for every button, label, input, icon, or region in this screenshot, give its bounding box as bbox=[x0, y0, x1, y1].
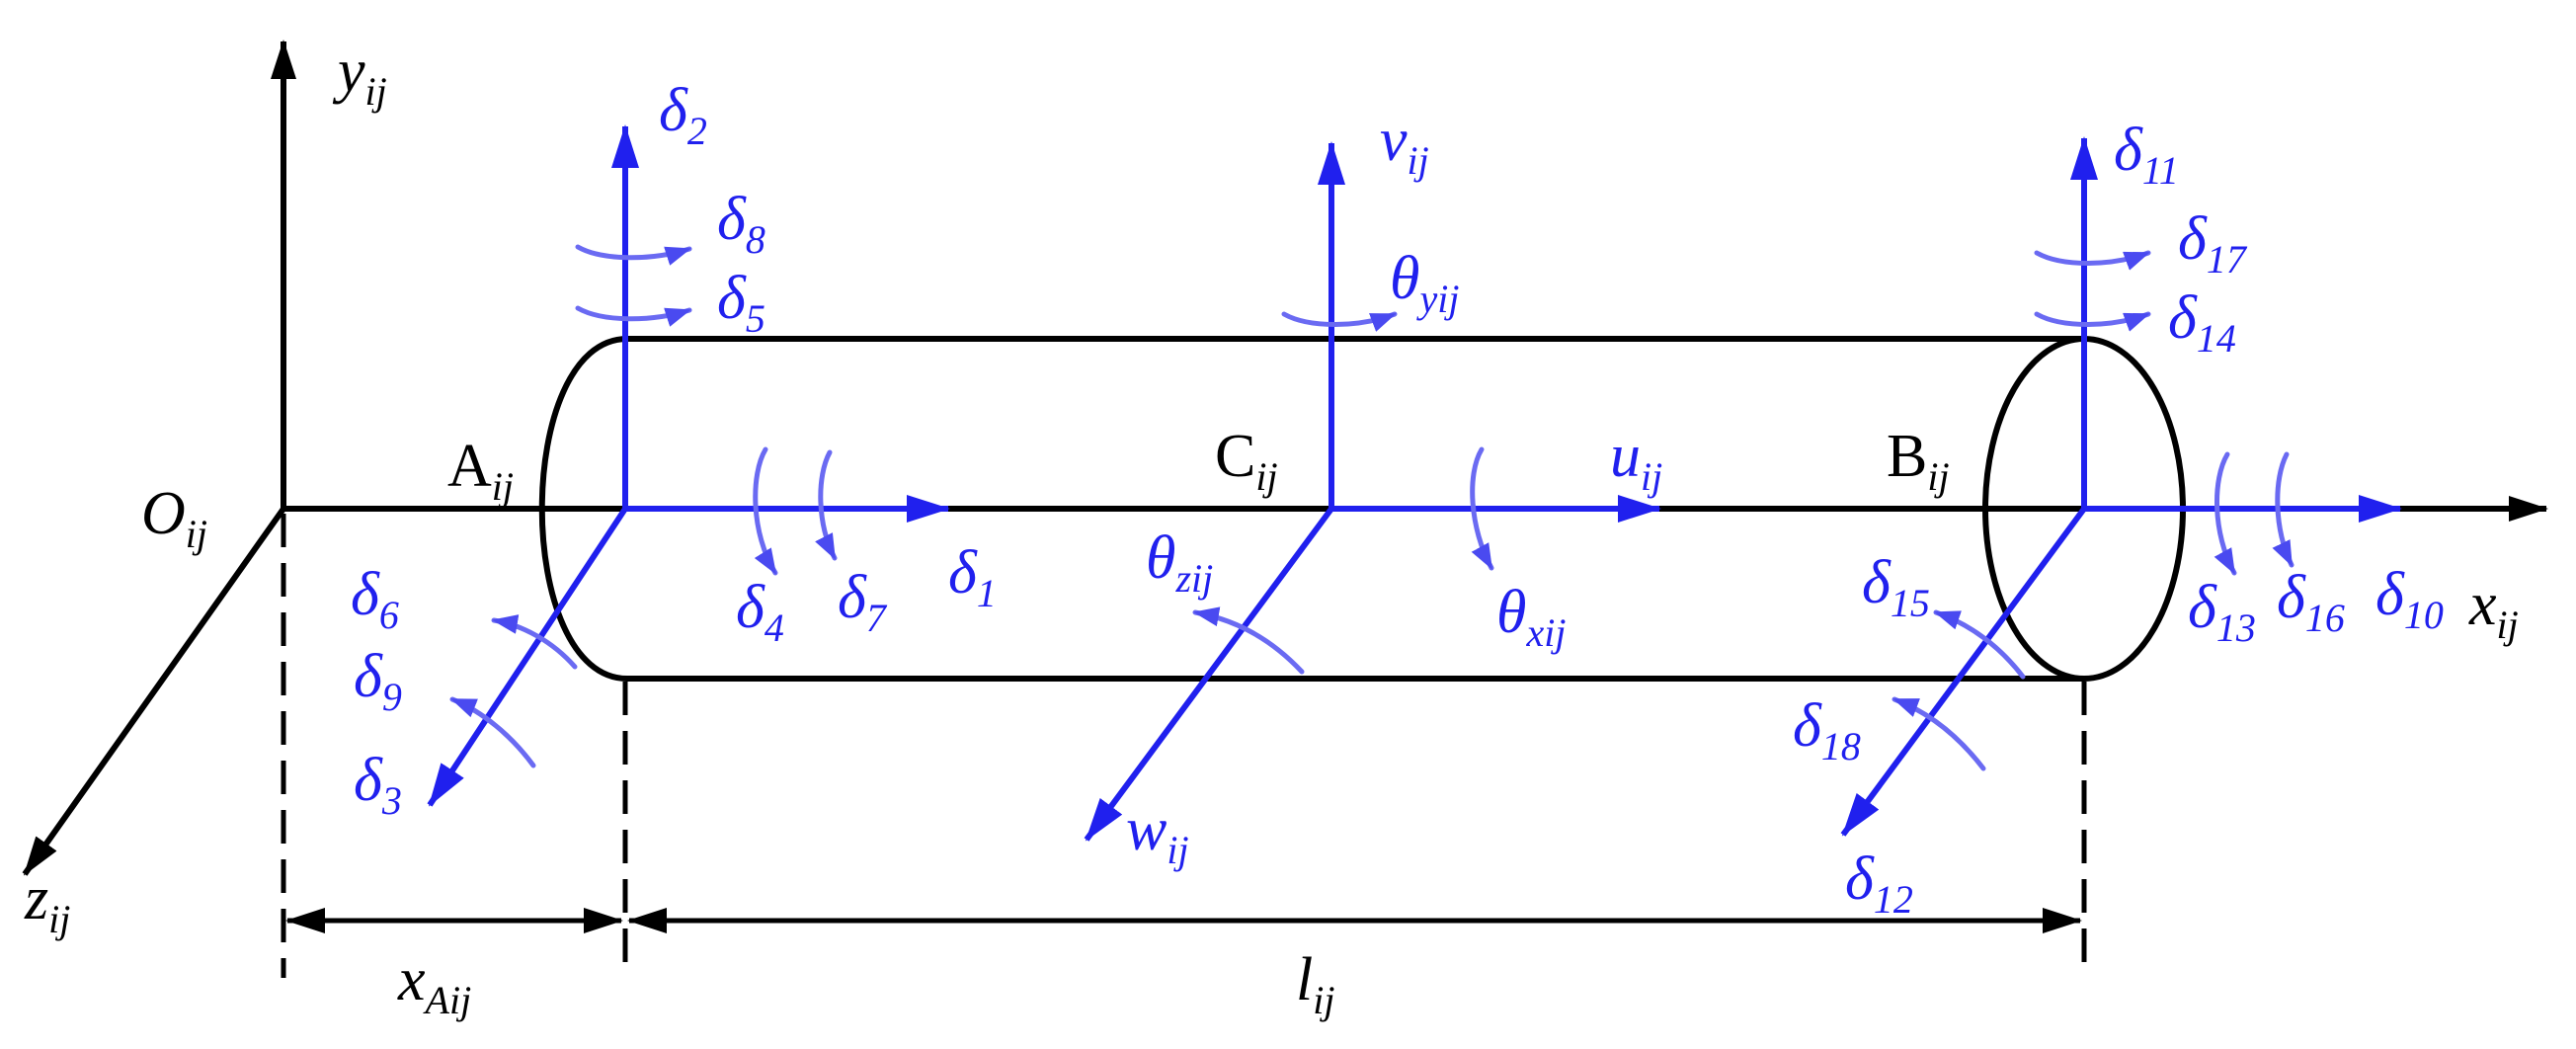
center-theta-y-rotation-icon bbox=[1281, 311, 1398, 332]
node-b-delta11-label: δ11 bbox=[2114, 117, 2179, 193]
node-b-delta18-label: δ18 bbox=[1793, 692, 1861, 768]
node-a-delta4-rotation-icon bbox=[753, 446, 778, 576]
node-a-delta9-label: δ9 bbox=[354, 643, 402, 719]
node-b-delta10-label: δ10 bbox=[2375, 561, 2444, 637]
node-a-delta1-label: δ1 bbox=[948, 539, 997, 615]
node-a-delta8-label: δ8 bbox=[717, 186, 765, 262]
global-z-axis bbox=[22, 507, 286, 876]
dimension-lines bbox=[281, 514, 2087, 978]
global-origin-label: Oij bbox=[141, 480, 207, 556]
node-b-delta17-label: δ17 bbox=[2178, 205, 2248, 282]
dim-length-label: lij bbox=[1296, 946, 1334, 1022]
node-a-delta5-label: δ5 bbox=[717, 265, 765, 341]
node-a-delta6-label: δ6 bbox=[351, 561, 399, 637]
node-a-delta7-rotation-icon bbox=[815, 449, 838, 561]
node-b-delta16-label: δ16 bbox=[2277, 564, 2345, 640]
center-theta-z-rotation-icon bbox=[1192, 606, 1305, 675]
black-labels: yij Oij xij zij Aij Cij Bij xAij lij bbox=[24, 38, 2519, 1022]
node-b-delta14-label: δ14 bbox=[2168, 284, 2236, 361]
node-b-delta15-label: δ15 bbox=[1862, 549, 1930, 625]
global-z-label: zij bbox=[24, 865, 70, 941]
node-a-delta7-label: δ7 bbox=[838, 564, 888, 640]
node-a-delta9-rotation-icon bbox=[449, 696, 536, 768]
node-a-delta3-label: δ3 bbox=[354, 747, 402, 823]
global-y-label: yij bbox=[332, 38, 387, 114]
node-a-label: Aij bbox=[447, 433, 514, 509]
center-w-label: wij bbox=[1126, 796, 1189, 872]
node-a-dof-labels: δ2 δ8 δ5 δ6 δ1 δ4 δ7 δ9 δ3 bbox=[351, 77, 997, 823]
node-a-delta2-label: δ2 bbox=[659, 77, 707, 153]
beam-cylinder bbox=[538, 336, 2186, 682]
cylinder-left-cap bbox=[538, 336, 628, 682]
node-a-delta3-arrow bbox=[427, 507, 628, 807]
node-b-dof-labels: δ11 δ17 δ14 δ15 δ13 δ16 δ10 δ18 δ12 bbox=[1793, 117, 2444, 922]
node-b-delta13-rotation-icon bbox=[2214, 451, 2237, 576]
node-b-delta14-rotation-icon bbox=[2034, 311, 2151, 332]
node-b-delta18-rotation-icon bbox=[1892, 696, 1986, 771]
node-b-label: Bij bbox=[1887, 423, 1950, 499]
center-dof-labels: vij θyij uij θzij θxij wij bbox=[1126, 107, 1662, 872]
center-theta-z-label: θzij bbox=[1146, 524, 1213, 601]
center-v-label: vij bbox=[1380, 107, 1429, 183]
node-a-delta8-rotation-icon bbox=[575, 244, 692, 266]
node-c-label: Cij bbox=[1215, 423, 1278, 499]
center-u-label: uij bbox=[1610, 423, 1662, 499]
global-x-label: xij bbox=[2468, 571, 2519, 647]
node-a-delta4-label: δ4 bbox=[736, 574, 784, 650]
dof-rotation-arrows bbox=[449, 244, 2294, 771]
dim-offset-label: xAij bbox=[397, 946, 471, 1022]
node-b-delta17-rotation-icon bbox=[2034, 250, 2151, 271]
center-theta-y-label: θyij bbox=[1390, 245, 1459, 321]
node-a-delta5-rotation-icon bbox=[575, 305, 692, 327]
node-b-delta15-rotation-icon bbox=[1933, 609, 2026, 680]
node-a-delta6-rotation-icon bbox=[491, 614, 578, 670]
center-theta-x-label: θxij bbox=[1496, 579, 1566, 655]
node-b-delta12-arrow bbox=[1840, 507, 2087, 837]
node-b-delta16-rotation-icon bbox=[2272, 451, 2294, 568]
node-b-delta13-label: δ13 bbox=[2188, 574, 2256, 650]
center-w-arrow bbox=[1084, 507, 1334, 842]
center-theta-x-rotation-icon bbox=[1470, 446, 1494, 571]
node-b-delta12-label: δ12 bbox=[1845, 846, 1913, 922]
